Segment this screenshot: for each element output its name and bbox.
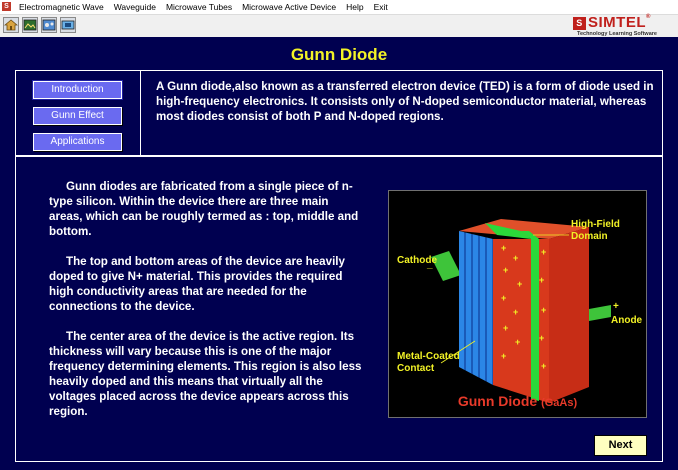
svg-text:+: + bbox=[541, 361, 546, 371]
image-icon[interactable] bbox=[22, 17, 38, 33]
svg-text:+: + bbox=[503, 323, 508, 333]
image-icon-glyph bbox=[23, 19, 37, 31]
high-field-domain-band bbox=[521, 231, 539, 401]
description-panel: Gunn diodes are fabricated from a single… bbox=[15, 156, 663, 462]
toolbar bbox=[0, 15, 678, 37]
svg-text:+: + bbox=[513, 307, 518, 317]
menu-microwave-tubes[interactable]: Microwave Tubes bbox=[165, 2, 233, 12]
gunn-diode-illustration: + + + + + + + + + + + + + + bbox=[431, 219, 611, 403]
brand-registered: ® bbox=[646, 14, 651, 20]
topic-nav: Introduction Gunn Effect Applications bbox=[16, 71, 141, 155]
next-button[interactable]: Next bbox=[594, 435, 647, 456]
svg-text:+: + bbox=[501, 351, 506, 361]
anode-label: Anode bbox=[611, 315, 643, 326]
intro-panel: Introduction Gunn Effect Applications A … bbox=[15, 70, 663, 156]
svg-text:+: + bbox=[513, 253, 518, 263]
svg-text:+: + bbox=[515, 337, 520, 347]
diode-top-face bbox=[459, 219, 589, 239]
menu-microwave-active-device[interactable]: Microwave Active Device bbox=[242, 2, 337, 12]
brand-name: SIMTEL bbox=[588, 14, 646, 31]
introduction-button[interactable]: Introduction bbox=[32, 80, 123, 100]
paragraph-doping: The top and bottom areas of the device a… bbox=[49, 255, 345, 313]
svg-text:+: + bbox=[541, 247, 546, 257]
cathode-label: Cathode bbox=[397, 255, 437, 266]
menu-help[interactable]: Help bbox=[346, 2, 364, 12]
svg-text:+: + bbox=[541, 305, 546, 315]
paragraph-active-region: The center area of the device is the act… bbox=[49, 330, 362, 418]
gunn-effect-button[interactable]: Gunn Effect bbox=[33, 107, 122, 125]
component-icon-glyph bbox=[61, 20, 75, 30]
cathode-lead bbox=[431, 251, 461, 281]
paragraph-fabrication: Gunn diodes are fabricated from a single… bbox=[49, 180, 359, 238]
high-field-domain-label: High-Field Domain bbox=[571, 219, 620, 242]
svg-text:+: + bbox=[501, 243, 506, 253]
svg-text:+: + bbox=[501, 293, 506, 303]
gunn-diode-figure: + + + + + + + + + + + + + + High-Field Domain Cat… bbox=[388, 190, 647, 418]
app-icon: S bbox=[2, 2, 11, 11]
figure-caption: Gunn Diode (GaAs) bbox=[389, 393, 646, 409]
component-icon[interactable] bbox=[60, 17, 76, 33]
metal-coated-contact-label: Metal-Coated Contact bbox=[397, 351, 460, 374]
figure-caption-material: (GaAs) bbox=[541, 397, 578, 409]
map-icon-glyph bbox=[42, 19, 56, 31]
figure-caption-title: Gunn Diode bbox=[457, 393, 538, 409]
active-region bbox=[493, 239, 549, 403]
menu-electromagnetic-wave[interactable]: Electromagnetic Wave bbox=[19, 2, 104, 12]
home-icon-glyph bbox=[3, 19, 19, 31]
brand-tagline: Technology Learning Software bbox=[577, 31, 657, 37]
cathode-sign: _ bbox=[427, 259, 433, 270]
description-text: Gunn diodes are fabricated from a single… bbox=[49, 179, 364, 434]
menu-bar: Electromagnetic Wave Waveguide Microwave… bbox=[14, 1, 393, 14]
svg-text:+: + bbox=[539, 333, 544, 343]
title-bar: S Electromagnetic Wave Waveguide Microwa… bbox=[0, 0, 678, 15]
anode-sign: + bbox=[613, 301, 619, 312]
svg-text:+: + bbox=[503, 265, 508, 275]
anode-lead bbox=[589, 305, 611, 321]
contact-leader-line bbox=[440, 340, 476, 364]
high-field-domain-top bbox=[485, 223, 531, 239]
home-icon[interactable] bbox=[3, 17, 19, 33]
applications-button[interactable]: Applications bbox=[33, 133, 122, 151]
menu-waveguide[interactable]: Waveguide bbox=[113, 2, 156, 12]
intro-text: A Gunn diode,also known as a transferred… bbox=[156, 80, 654, 123]
content-stage: Gunn Diode Introduction Gunn Effect Appl… bbox=[0, 37, 678, 470]
charge-symbols: + + + + + + + + + + + + + + bbox=[501, 243, 546, 371]
simtel-logo-icon: S bbox=[573, 17, 586, 30]
diode-side-face bbox=[549, 227, 589, 403]
svg-text:+: + bbox=[539, 275, 544, 285]
page-title: Gunn Diode bbox=[290, 45, 388, 64]
menu-exit[interactable]: Exit bbox=[373, 2, 388, 12]
svg-text:+: + bbox=[517, 279, 522, 289]
map-icon[interactable] bbox=[41, 17, 57, 33]
cathode-region bbox=[459, 231, 493, 385]
